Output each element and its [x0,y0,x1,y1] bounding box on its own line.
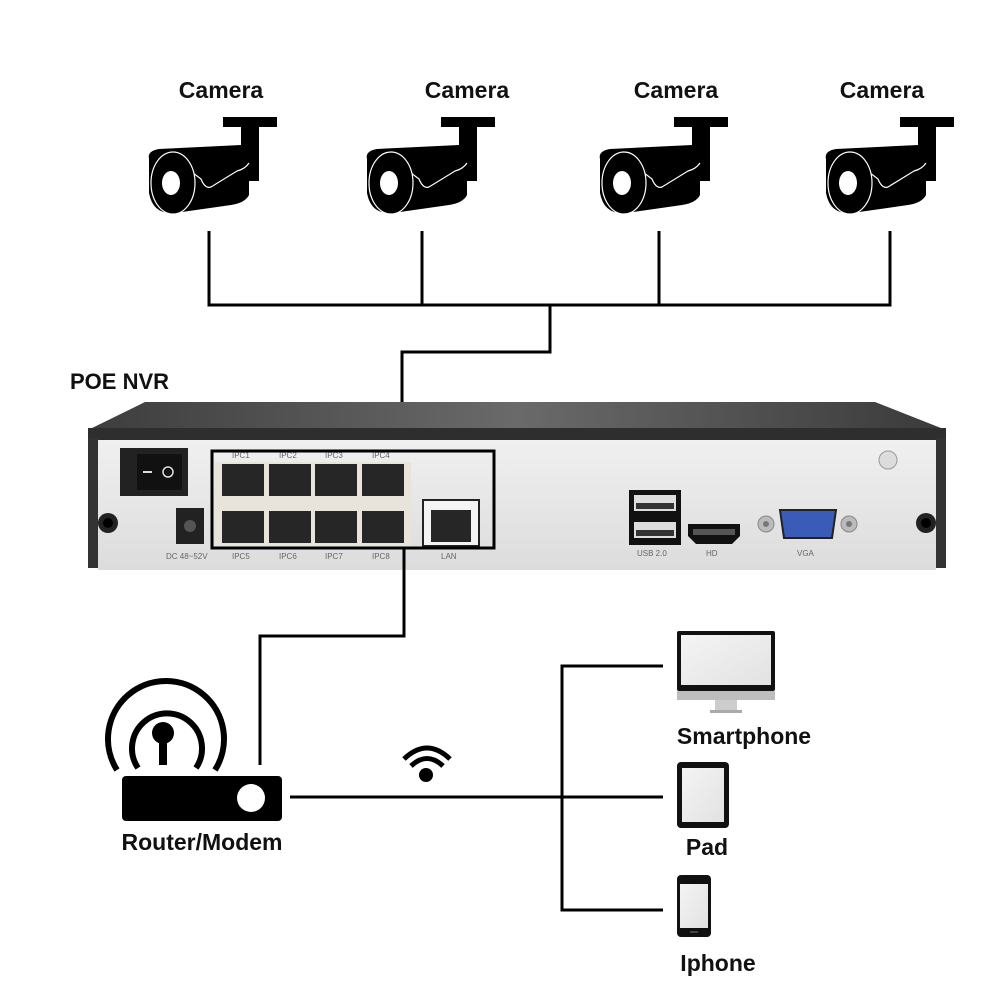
client-label-pad: Pad [685,834,729,860]
camera-icon-1 [148,116,278,215]
router-label: Router/Modem [121,829,283,855]
port-label-ipc3: IPC3 [325,451,343,460]
router-icon [105,677,282,821]
ground-terminal-icon [878,450,898,470]
vga-port [778,509,838,539]
camera-icon-3 [599,116,729,215]
camera-label-4: Camera [839,77,925,103]
client-label-smartphone: Smartphone [676,723,812,749]
nvr-label: POE NVR [70,369,170,394]
camera-icon-2 [366,116,496,215]
port-label-ipc2: IPC2 [279,451,297,460]
camera-label-3: Camera [633,77,719,103]
power-rating-label: DC 48~52V [166,552,208,561]
port-label-ipc8: IPC8 [372,552,390,561]
usb-label: USB 2.0 [637,549,667,558]
phone-icon [677,875,711,937]
client-label-iphone: Iphone [680,950,756,976]
camera-connection-lines [207,231,892,450]
poe-ports [222,464,404,543]
port-label-ipc4: IPC4 [372,451,390,460]
camera-label-1: Camera [178,77,264,103]
port-label-ipc1: IPC1 [232,451,250,460]
tablet-icon [677,762,729,828]
nvr-router-line [258,548,406,765]
monitor-icon [677,631,775,713]
port-label-ipc7: IPC7 [325,552,343,561]
poe-highlight-frame [210,449,496,550]
camera-label-2: Camera [424,77,510,103]
wifi-icon [402,745,452,782]
hd-label: HD [706,549,718,558]
port-label-ipc5: IPC5 [232,552,250,561]
vga-label: VGA [797,549,815,558]
client-connection-lines [290,664,663,912]
port-label-ipc6: IPC6 [279,552,297,561]
nvr-device: DC 48~52V IPC1 IPC2 IPC3 IPC4 IPC5 IPC6 … [88,402,946,570]
lan-label: LAN [441,552,457,561]
camera-icon-4 [825,116,955,215]
